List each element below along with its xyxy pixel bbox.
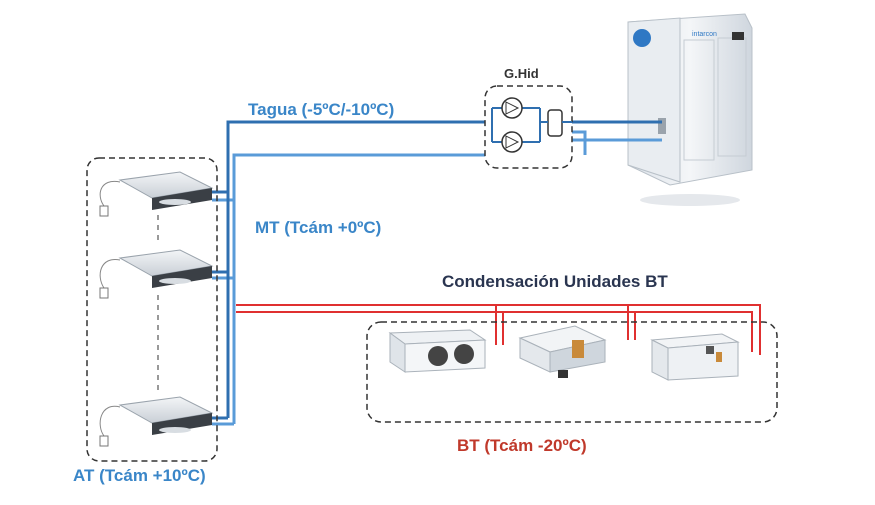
at-group bbox=[86, 157, 218, 462]
hydraulic-group bbox=[484, 85, 573, 169]
condensing-unit-icon bbox=[650, 333, 740, 381]
filter-icon bbox=[547, 109, 563, 137]
mt-label: MT (Tcám +0ºC) bbox=[255, 218, 382, 237]
bt-group bbox=[366, 321, 778, 423]
pump-icon bbox=[501, 97, 523, 119]
condensing-unit-icon bbox=[518, 325, 607, 378]
evaporator-unit-icon bbox=[99, 171, 214, 217]
bt-label: BT (Tcám -20ºC) bbox=[457, 436, 587, 455]
chiller-icon: intarcon bbox=[627, 13, 753, 206]
chiller-brand: intarcon bbox=[692, 31, 717, 38]
condensation-label: Condensación Unidades BT bbox=[442, 272, 668, 291]
evaporator-unit-icon bbox=[99, 249, 214, 299]
water-temperature-label: Tagua (-5ºC/-10ºC) bbox=[248, 100, 395, 119]
hydraulic-group-label: G.Hid bbox=[504, 66, 539, 81]
evaporator-unit-icon bbox=[99, 396, 214, 447]
pump-icon bbox=[501, 131, 523, 153]
at-label: AT (Tcám +10ºC) bbox=[73, 466, 206, 485]
condensing-unit-icon bbox=[388, 329, 487, 373]
water-lines bbox=[212, 120, 662, 426]
condensation-lines bbox=[236, 304, 761, 355]
